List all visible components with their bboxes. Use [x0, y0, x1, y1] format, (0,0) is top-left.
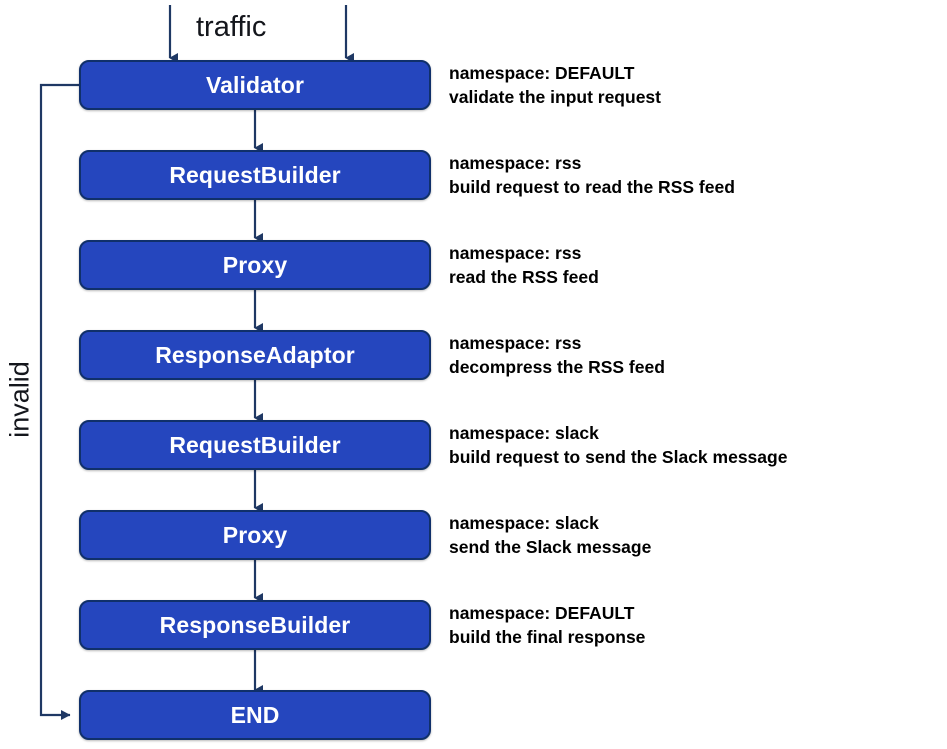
- invalid-edge-label: invalid: [4, 361, 35, 438]
- annotation-responsebuilder: namespace: DEFAULT build the final respo…: [449, 602, 929, 650]
- node-proxy-slack[interactable]: Proxy: [79, 510, 431, 560]
- annotation-requestbuilder-rss: namespace: rss build request to read the…: [449, 152, 929, 200]
- node-label: Proxy: [222, 521, 288, 548]
- annotation-description: build request to read the RSS feed: [449, 176, 735, 197]
- annotation-description: validate the input request: [449, 86, 661, 107]
- annotation-namespace: namespace: slack: [449, 423, 599, 443]
- invalid-bypass-connector: [39, 83, 79, 720]
- annotation-proxy-slack: namespace: slack send the Slack message: [449, 512, 929, 560]
- node-requestbuilder-slack[interactable]: RequestBuilder: [79, 420, 431, 470]
- node-validator[interactable]: Validator: [79, 60, 431, 110]
- node-proxy-rss[interactable]: Proxy: [79, 240, 431, 290]
- annotation-namespace: namespace: DEFAULT: [449, 63, 635, 83]
- node-responsebuilder[interactable]: ResponseBuilder: [79, 600, 431, 650]
- node-responseadaptor[interactable]: ResponseAdaptor: [79, 330, 431, 380]
- node-label: RequestBuilder: [169, 161, 341, 188]
- node-label: Proxy: [222, 251, 288, 278]
- annotation-description: decompress the RSS feed: [449, 356, 665, 377]
- annotation-namespace: namespace: rss: [449, 333, 582, 353]
- traffic-label: traffic: [196, 11, 267, 43]
- annotation-description: build the final response: [449, 626, 646, 647]
- node-end[interactable]: END: [79, 690, 431, 740]
- node-label: ResponseAdaptor: [155, 341, 355, 368]
- annotation-namespace: namespace: slack: [449, 513, 599, 533]
- annotation-description: read the RSS feed: [449, 266, 599, 287]
- annotation-description: build request to send the Slack message: [449, 446, 788, 467]
- annotation-namespace: namespace: rss: [449, 243, 582, 263]
- annotation-requestbuilder-slack: namespace: slack build request to send t…: [449, 422, 929, 470]
- node-requestbuilder-rss[interactable]: RequestBuilder: [79, 150, 431, 200]
- node-label: ResponseBuilder: [159, 611, 351, 638]
- annotation-validator: namespace: DEFAULT validate the input re…: [449, 62, 929, 110]
- node-label: Validator: [205, 71, 305, 98]
- node-label: END: [230, 701, 280, 728]
- annotation-responseadaptor: namespace: rss decompress the RSS feed: [449, 332, 929, 380]
- annotation-namespace: namespace: DEFAULT: [449, 603, 635, 623]
- annotation-namespace: namespace: rss: [449, 153, 582, 173]
- annotation-description: send the Slack message: [449, 536, 652, 557]
- node-label: RequestBuilder: [169, 431, 341, 458]
- annotation-proxy-rss: namespace: rss read the RSS feed: [449, 242, 929, 290]
